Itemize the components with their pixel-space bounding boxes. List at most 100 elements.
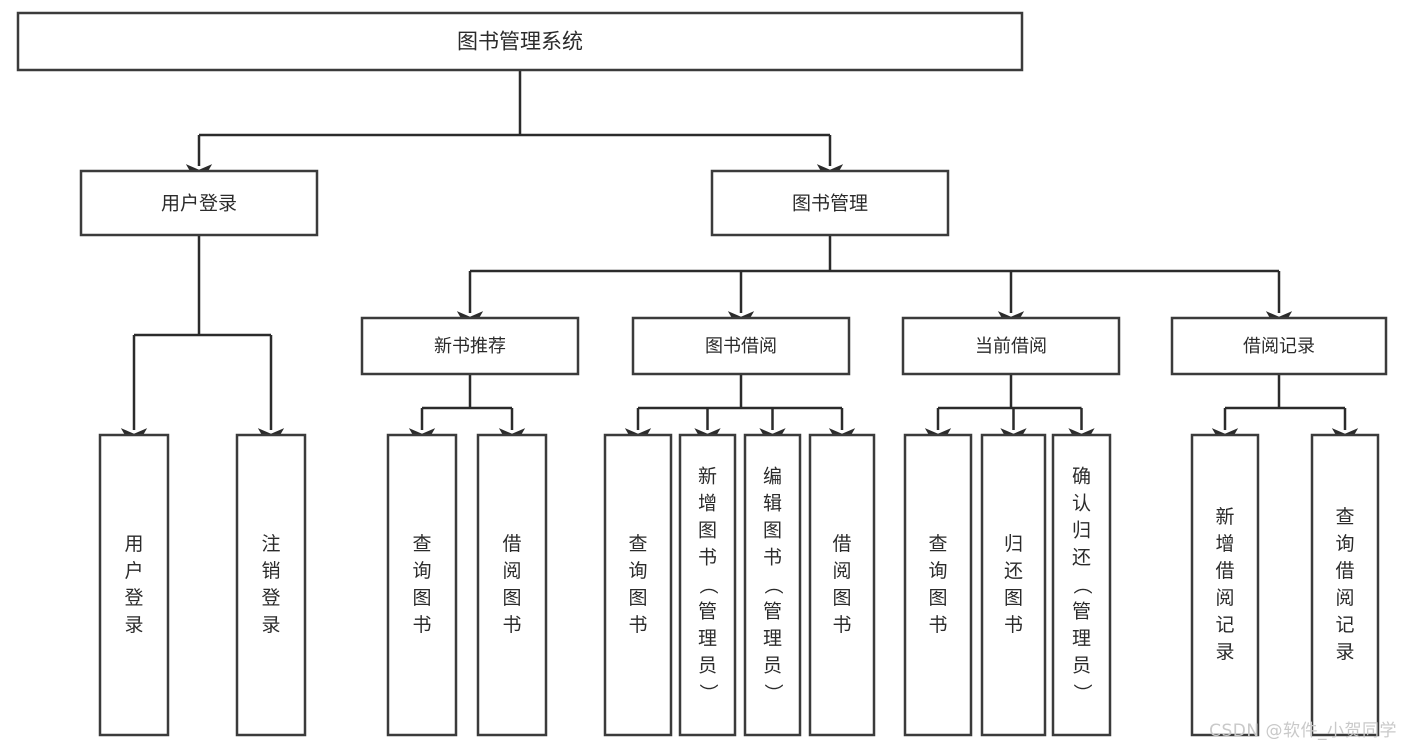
- leaf-label-char: 登: [261, 587, 280, 609]
- node-l1-用户登录[interactable]: 用户登录: [79, 169, 319, 237]
- leaf-label-char: 理: [763, 628, 782, 650]
- leaf-label-char: 录: [1215, 641, 1234, 663]
- leaf-label-char: 录: [1335, 641, 1354, 663]
- leaf-label-char: 录: [124, 614, 143, 636]
- leaf-label-char: 录: [261, 614, 280, 636]
- leaf-label-char: 书: [928, 614, 947, 636]
- leaf-label-char: 书: [832, 614, 851, 636]
- leaf-node-用户登录[interactable]: 用户登录: [98, 433, 170, 737]
- leaf-label-char: 询: [412, 560, 431, 582]
- leaf-label-char: 图: [502, 587, 521, 609]
- leaf-label-char: 记: [1215, 614, 1234, 636]
- leaf-label-char: 书: [412, 614, 431, 636]
- leaf-label-char: 阅: [502, 560, 521, 582]
- node-label: 用户登录: [161, 193, 237, 215]
- leaf-label-char: 图: [698, 520, 717, 542]
- node-label: 新书推荐: [434, 336, 506, 357]
- leaf-label-char: 管: [1072, 601, 1091, 623]
- node-l2-当前借阅[interactable]: 当前借阅: [901, 316, 1121, 376]
- node-l2-图书借阅[interactable]: 图书借阅: [631, 316, 851, 376]
- node-box: [1170, 316, 1388, 376]
- node-label: 图书借阅: [705, 336, 777, 357]
- leaf-label-char: 阅: [832, 560, 851, 582]
- node-box: [1190, 433, 1260, 737]
- node-box: [808, 433, 876, 737]
- leaf-label-char: 新: [698, 466, 717, 488]
- leaf-label-char: 员: [1072, 655, 1091, 677]
- node-box: [1051, 433, 1112, 737]
- leaf-label-char: 用: [124, 533, 143, 555]
- watermark-csdn: CSDN @软件_小贺同学: [1209, 721, 1397, 741]
- leaf-label-char: 图: [1004, 587, 1023, 609]
- leaf-label-char: 辑: [763, 493, 782, 515]
- leaf-label-char: 新: [1215, 506, 1234, 528]
- leaf-label-char: 查: [928, 533, 947, 555]
- leaf-label-char: ）: [762, 683, 784, 702]
- leaf-label-char: 借: [1215, 560, 1234, 582]
- leaf-label-char: 员: [698, 655, 717, 677]
- node-box: [98, 433, 170, 737]
- leaf-label-char: 书: [502, 614, 521, 636]
- node-layer: 图书管理系统用户登录图书管理新书推荐图书借阅当前借阅借阅记录用户登录注销登录查询…: [16, 11, 1388, 737]
- leaf-label-char: 户: [124, 560, 143, 582]
- leaf-label-char: 书: [698, 547, 717, 569]
- node-box: [360, 316, 580, 376]
- node-box: [235, 433, 307, 737]
- leaf-label-char: 图: [628, 587, 647, 609]
- node-box: [476, 433, 548, 737]
- leaf-label-char: 询: [1335, 533, 1354, 555]
- leaf-label-char: 借: [502, 533, 521, 555]
- leaf-label-char: 归: [1072, 520, 1091, 542]
- leaf-label-char: ）: [1071, 683, 1093, 702]
- leaf-label-char: 图: [832, 587, 851, 609]
- leaf-label-char: 理: [698, 628, 717, 650]
- leaf-label-char: 书: [763, 547, 782, 569]
- node-box: [901, 316, 1121, 376]
- node-box: [386, 433, 458, 737]
- leaf-label-char: （: [762, 575, 784, 594]
- leaf-label-char: 借: [832, 533, 851, 555]
- leaf-label-char: 认: [1072, 493, 1091, 515]
- node-box: [631, 316, 851, 376]
- leaf-label-char: 增: [698, 493, 717, 515]
- leaf-label-char: 图: [412, 587, 431, 609]
- node-label: 借阅记录: [1243, 336, 1315, 357]
- node-label: 图书管理系统: [457, 30, 583, 54]
- leaf-label-char: 归: [1004, 533, 1023, 555]
- node-root-图书管理系统[interactable]: 图书管理系统: [16, 11, 1024, 72]
- leaf-label-char: 销: [261, 560, 280, 582]
- leaf-label-char: 图: [928, 587, 947, 609]
- node-l2-借阅记录[interactable]: 借阅记录: [1170, 316, 1388, 376]
- node-l2-新书推荐[interactable]: 新书推荐: [360, 316, 580, 376]
- node-label: 当前借阅: [975, 336, 1047, 357]
- node-box: [16, 11, 1024, 72]
- connector-layer: [120, 70, 1359, 451]
- node-box: [743, 433, 802, 737]
- node-box: [603, 433, 673, 737]
- node-box: [710, 169, 950, 237]
- leaf-label-char: 管: [763, 601, 782, 623]
- leaf-label-char: 借: [1335, 560, 1354, 582]
- leaf-label-char: 增: [1215, 533, 1234, 555]
- node-l1-图书管理[interactable]: 图书管理: [710, 169, 950, 237]
- leaf-label-char: 图: [763, 520, 782, 542]
- node-label: 图书管理: [792, 193, 868, 215]
- leaf-label-char: 还: [1072, 547, 1091, 569]
- leaf-label-char: 询: [928, 560, 947, 582]
- leaf-label-char: （: [697, 575, 719, 594]
- node-box: [980, 433, 1047, 737]
- leaf-label-char: 确: [1072, 466, 1091, 488]
